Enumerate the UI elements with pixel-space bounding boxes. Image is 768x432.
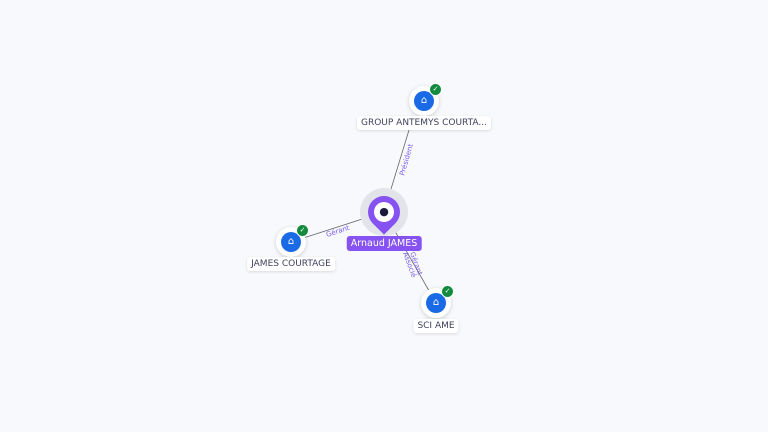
verified-check-icon: ✓	[296, 224, 309, 237]
edge-label-president: Président	[398, 143, 415, 177]
node-label[interactable]: SCI AME	[413, 319, 459, 333]
building-icon: ⌂	[426, 293, 446, 313]
verified-check-icon: ✓	[429, 83, 442, 96]
node-label[interactable]: GROUP ANTEMYS COURTA...	[356, 116, 492, 130]
node-sci-ame[interactable]: ⌂ ✓	[421, 285, 454, 318]
person-label[interactable]: Arnaud JAMES	[346, 236, 422, 251]
person-icon: ●	[374, 202, 394, 222]
node-group-antemys[interactable]: ⌂ ✓	[409, 83, 442, 116]
node-james-courtage[interactable]: ⌂ ✓	[276, 224, 309, 257]
building-icon: ⌂	[414, 91, 434, 111]
node-label[interactable]: JAMES COURTAGE	[247, 257, 335, 271]
verified-check-icon: ✓	[441, 285, 454, 298]
building-icon: ⌂	[281, 232, 301, 252]
